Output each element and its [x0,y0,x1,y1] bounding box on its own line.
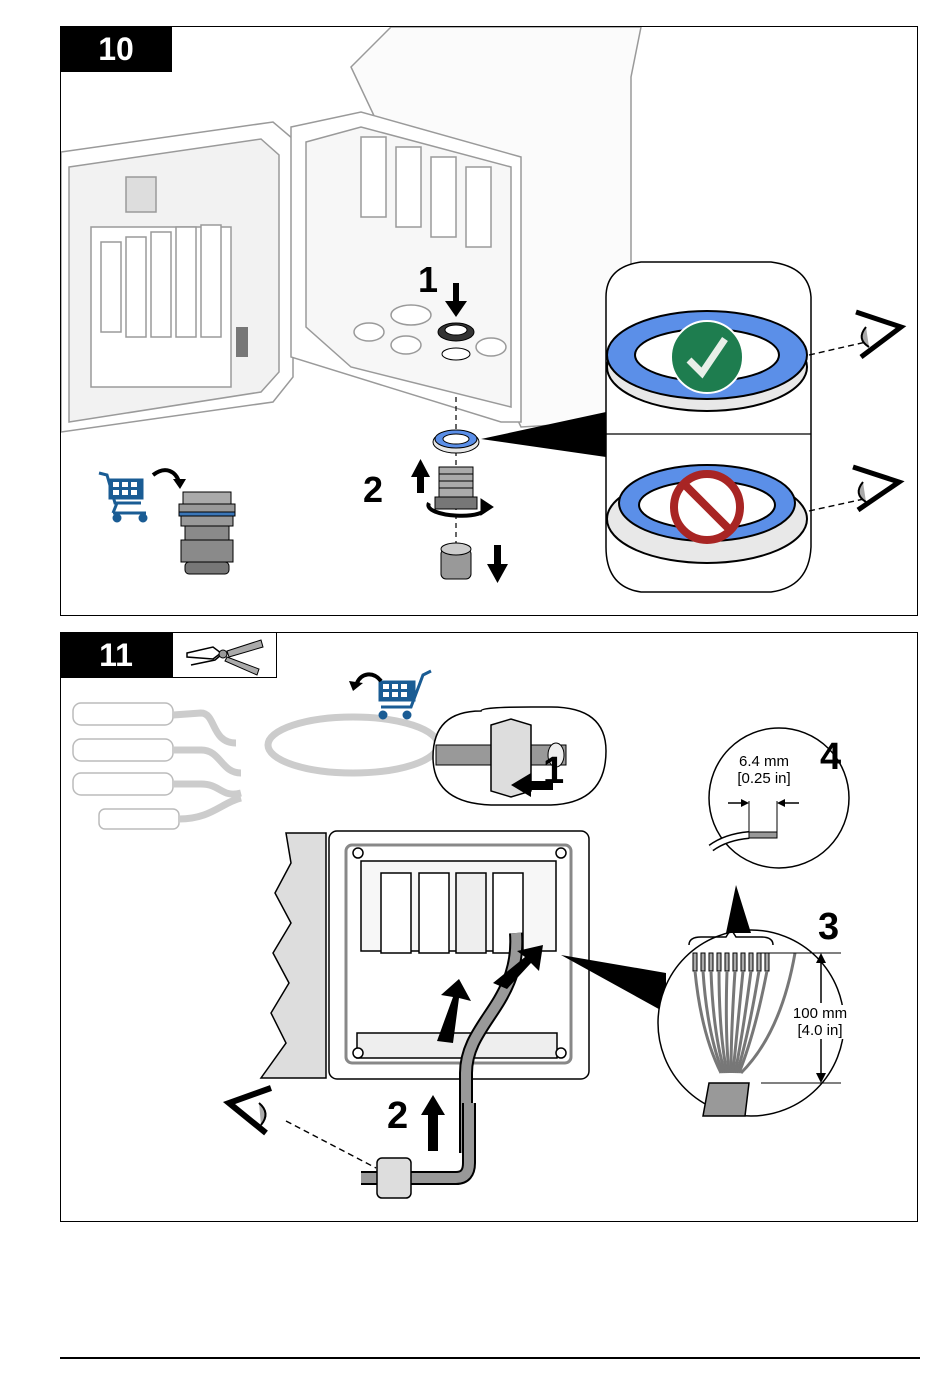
callout-pointer [561,955,666,1013]
wire-stripper-icon [186,639,264,676]
eye-icon [852,464,905,513]
callout-4: 4 [820,736,842,778]
callout-1: 1 [418,259,439,300]
callout-2: 2 [363,469,384,510]
step-11-panel: 11 [60,632,918,1222]
callout-3: 3 [818,906,840,948]
arrow-up-icon [411,459,430,493]
cable-gland-body [426,466,494,518]
shopping-cart-icon [98,471,148,523]
enclosure-body [290,27,642,428]
arrow-down-icon [445,283,467,317]
enclosure-door [61,121,294,433]
footer-divider [60,1357,920,1359]
callout-pointer [726,885,751,933]
enclosure-open [259,830,590,1080]
seal-orientation-inset [605,261,907,593]
wire-strip-detail [657,927,845,1117]
sensor-cables [72,702,457,830]
arrow-down-icon [487,545,508,583]
strip-length-metric: 6.4 mm [738,753,789,770]
sealing-washer [432,429,480,454]
wire-length-label: 100 mm [4.0 in] [785,1005,855,1039]
step-10-panel: 10 [60,26,918,616]
cap-nut [440,542,472,580]
eye-icon [222,1085,273,1136]
wire-length-imperial: [4.0 in] [797,1022,843,1039]
tool-indicator [172,632,277,678]
strip-length-imperial: [0.25 in] [737,770,791,787]
seal-correct [606,310,808,412]
strip-length-label: 6.4 mm [0.25 in] [719,753,809,787]
arrow-left-icon [511,773,553,797]
wire-length-metric: 100 mm [792,1005,848,1022]
step-11-illustration [72,669,850,1199]
step-number-badge: 11 [60,632,172,678]
eye-icon [855,309,907,359]
gland-insertion-inset [432,706,607,806]
callout-2: 2 [387,1095,409,1137]
seal-incorrect [606,464,808,564]
step-10-illustration [61,27,907,593]
curved-arrow-icon [355,672,383,684]
callout-1: 1 [543,750,565,792]
arrow-up-icon [421,1095,445,1151]
strip-length-detail [708,727,850,869]
step-number-badge: 10 [60,26,172,72]
callout-pointer [481,412,606,457]
shopping-cart-icon [378,669,432,720]
cable-gland-nut [376,1157,412,1199]
check-icon [670,320,744,394]
cable-gland-accessory [178,491,236,575]
arrow-up-right-icon [437,979,471,1043]
lock-nut [437,322,475,361]
arrow-up-right-icon [493,945,543,989]
